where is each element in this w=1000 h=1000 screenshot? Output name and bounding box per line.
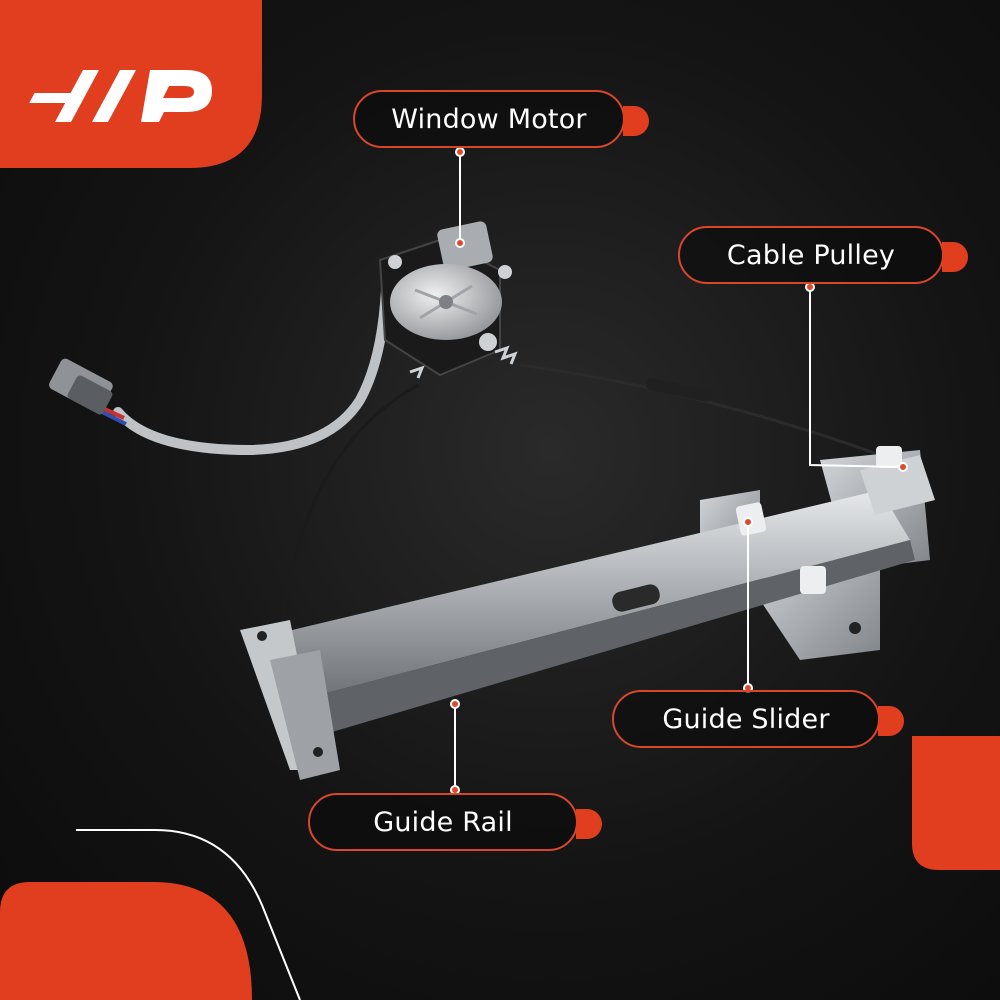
corner-outline-bottom-left [76, 829, 301, 1000]
callout-window-motor: Window Motor [353, 90, 649, 148]
callout-tab [576, 809, 602, 839]
callout-tab [942, 242, 968, 272]
cable-pulley-bracket [860, 446, 935, 515]
callout-tab [878, 706, 904, 736]
wiring-harness [95, 285, 391, 456]
callout-guide-slider-label: Guide Slider [662, 703, 830, 735]
marker-dot-window-motor [455, 147, 465, 157]
callout-tab [623, 106, 649, 136]
corner-accent-bottom-left [0, 882, 252, 1000]
marker-dot-guide-rail-target [450, 699, 460, 709]
window-motor-assembly [378, 221, 518, 379]
callout-guide-rail-label: Guide Rail [373, 806, 513, 838]
callout-window-motor-label: Window Motor [391, 103, 587, 135]
corner-accent-top-left [0, 0, 262, 168]
marker-dot-guide-slider-target [743, 517, 753, 527]
leader-lines [454, 152, 904, 790]
corner-accent-right [912, 736, 1000, 870]
marker-dot-window-motor-target [455, 238, 465, 248]
callout-guide-slider: Guide Slider [612, 690, 904, 748]
marker-dot-cable-pulley-target [898, 462, 908, 472]
electrical-connector [49, 358, 113, 415]
cables [278, 363, 881, 641]
callout-cable-pulley-label: Cable Pulley [726, 239, 896, 271]
callout-cable-pulley: Cable Pulley [678, 226, 968, 284]
brand-logo [29, 70, 212, 122]
callout-guide-rail: Guide Rail [308, 793, 602, 851]
guide-rail [240, 490, 915, 780]
